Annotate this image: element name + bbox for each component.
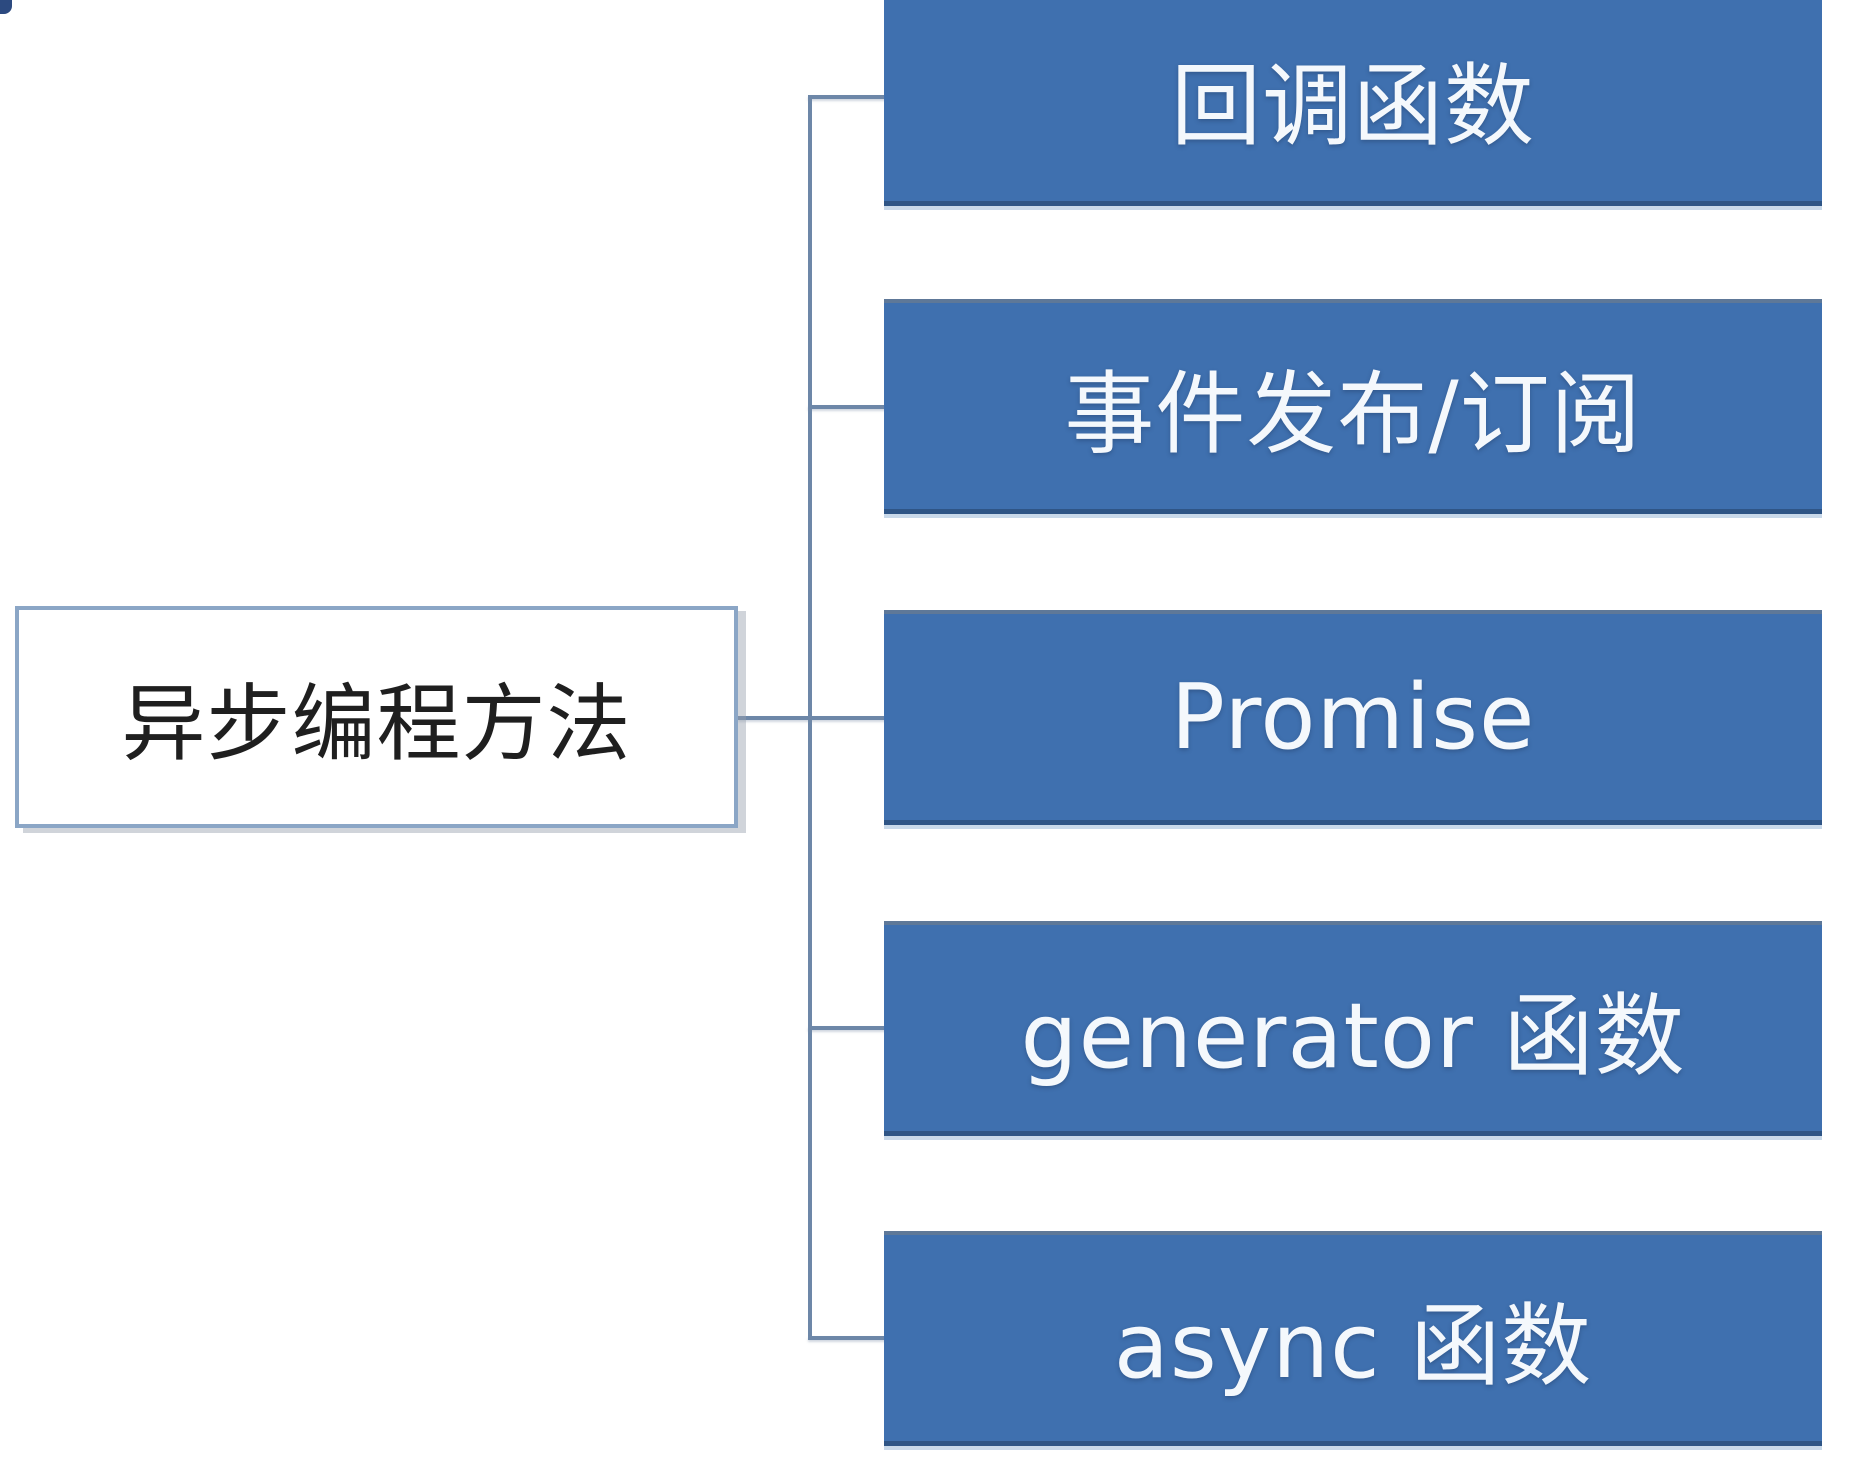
branch-label: Promise	[1170, 664, 1536, 770]
connector-branch-1	[808, 95, 886, 99]
branch-node-async: async 函数	[884, 1231, 1822, 1446]
branch-label: 回调函数	[1171, 54, 1535, 159]
connector-branch-3	[738, 716, 886, 720]
branch-node-pubsub: 事件发布/订阅	[884, 299, 1822, 514]
corner-artifact	[0, 0, 12, 14]
connector-branch-5	[808, 1336, 886, 1340]
root-node: 异步编程方法	[15, 606, 738, 828]
branch-node-generator: generator 函数	[884, 921, 1822, 1136]
connector-branch-2	[808, 405, 886, 409]
branch-label: async 函数	[1113, 1294, 1593, 1399]
branch-label: 事件发布/订阅	[1064, 362, 1642, 467]
branch-node-callback: 回调函数	[884, 0, 1822, 206]
branch-label: generator 函数	[1020, 984, 1686, 1089]
root-label: 异步编程方法	[121, 674, 632, 773]
connector-branch-4	[808, 1026, 886, 1030]
branch-node-promise: Promise	[884, 610, 1822, 825]
